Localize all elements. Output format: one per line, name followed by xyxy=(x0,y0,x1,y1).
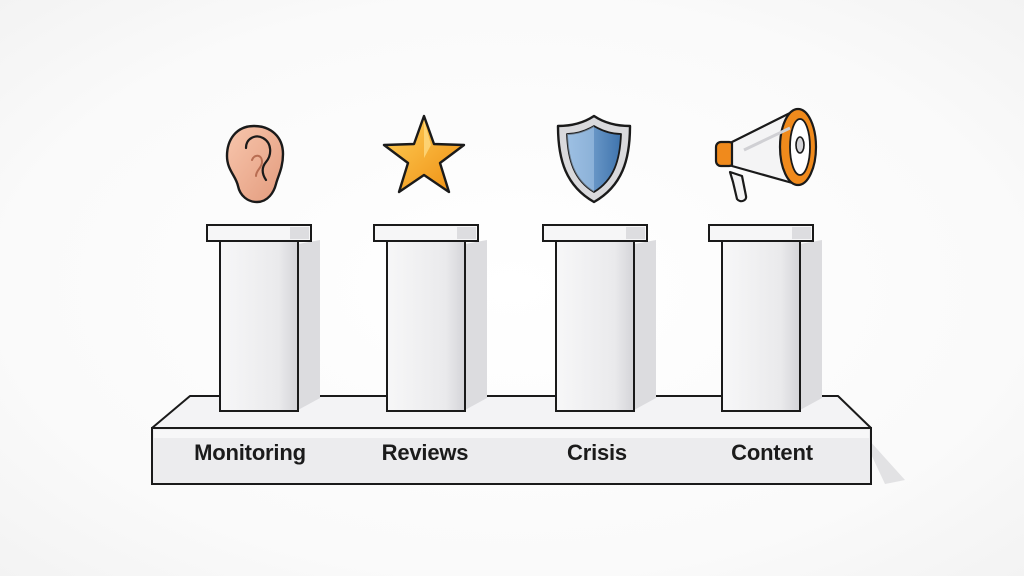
pillar-reviews xyxy=(373,224,487,412)
pillar-label-monitoring: Monitoring xyxy=(194,440,306,465)
pillar-label-reviews: Reviews xyxy=(381,440,469,465)
pillar-label-content: Content xyxy=(731,440,813,465)
star-icon xyxy=(382,114,466,194)
megaphone-icon xyxy=(714,107,818,203)
shield-icon xyxy=(556,114,632,204)
pillar-crisis xyxy=(542,224,656,412)
pillar-label-crisis: Crisis xyxy=(567,440,627,465)
pillar-monitoring xyxy=(206,224,320,412)
pillar-content xyxy=(708,224,822,412)
base-platform xyxy=(151,395,872,485)
ear-icon xyxy=(225,124,285,204)
